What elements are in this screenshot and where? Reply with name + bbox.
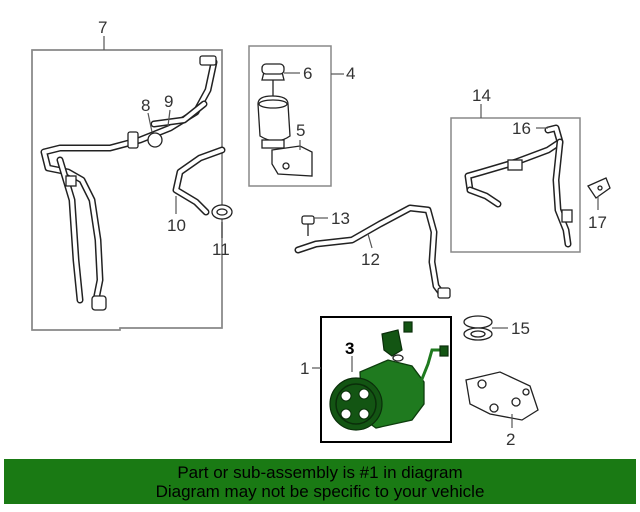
callout-4[interactable]: 4: [346, 64, 355, 83]
bracket-2: [465, 371, 539, 428]
callout-3[interactable]: 3: [345, 339, 354, 358]
group-14-hose-assembly: [450, 104, 581, 253]
compressor-pulley: [329, 377, 383, 431]
hose-10-clamp-11: [172, 146, 233, 238]
callout-16[interactable]: 16: [512, 119, 531, 138]
callout-7[interactable]: 7: [98, 18, 107, 37]
callout-13[interactable]: 13: [331, 209, 350, 228]
clamp-8-shape: [147, 132, 163, 148]
callout-17[interactable]: 17: [588, 213, 607, 232]
disclaimer-banner: Part or sub-assembly is #1 in diagram Di…: [4, 459, 636, 504]
callout-9[interactable]: 9: [164, 92, 173, 111]
group-1-compressor-box: [312, 316, 452, 443]
group-4-reservoir: [248, 45, 344, 187]
group-7-hose-assembly: [31, 36, 223, 331]
gasket-15: [463, 315, 508, 341]
callout-5[interactable]: 5: [296, 121, 305, 140]
callout-15[interactable]: 15: [511, 319, 530, 338]
callout-10[interactable]: 10: [167, 216, 186, 235]
callout-6[interactable]: 6: [303, 64, 312, 83]
banner-line-1: Part or sub-assembly is #1 in diagram: [177, 462, 463, 482]
pipe-12-bolt-13: [294, 204, 451, 299]
callout-8[interactable]: 8: [141, 96, 150, 115]
callout-11[interactable]: 11: [212, 240, 230, 259]
callout-12[interactable]: 12: [361, 250, 380, 269]
callout-2[interactable]: 2: [506, 430, 515, 449]
banner-line-2: Diagram may not be specific to your vehi…: [155, 481, 485, 501]
callout-labels: 7 8 9 10 11 6 4 5 13 12 14 16 17 15 1 3 …: [98, 18, 607, 449]
bracket-17: [587, 177, 611, 210]
callout-14[interactable]: 14: [472, 86, 491, 105]
callout-1[interactable]: 1: [300, 359, 309, 378]
